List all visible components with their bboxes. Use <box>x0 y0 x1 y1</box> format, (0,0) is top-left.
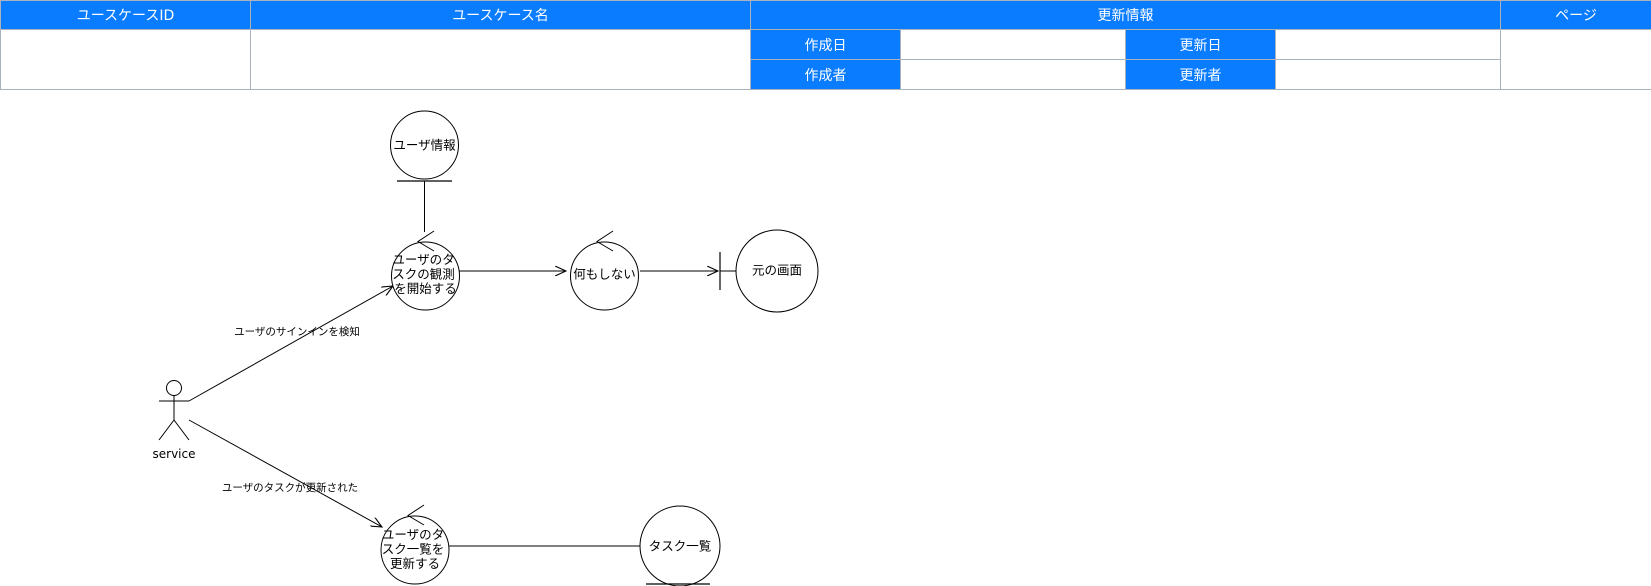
updater-value[interactable] <box>1275 59 1501 90</box>
control-do-nothing[interactable]: 何もしない <box>570 230 639 311</box>
control-update-task-list-label: ユーザのタ スク一覧を 更新する <box>382 527 449 571</box>
author-label: 作成者 <box>750 59 901 90</box>
control-start-observe-label: ユーザのタ スクの観測 を開始する <box>392 252 459 296</box>
created-date-label: 作成日 <box>750 29 901 60</box>
updater-label: 更新者 <box>1125 59 1276 90</box>
created-date-value[interactable] <box>900 29 1126 60</box>
usecase-id-header: ユースケースID <box>0 0 251 30</box>
entity-task-list-label: タスク一覧 <box>649 539 712 554</box>
boundary-original-screen[interactable]: 元の画面 <box>719 229 819 313</box>
usecase-id-value[interactable] <box>0 29 251 90</box>
updated-date-value[interactable] <box>1275 29 1501 60</box>
arrow-actor-to-start-observe[interactable] <box>188 286 393 402</box>
control-do-nothing-label: 何もしない <box>573 267 636 282</box>
page-header: ページ <box>1500 0 1651 30</box>
control-start-observe[interactable]: ユーザのタ スクの観測 を開始する <box>391 230 460 311</box>
entity-user-info[interactable]: ユーザ情報 <box>390 110 459 182</box>
updated-date-label: 更新日 <box>1125 29 1276 60</box>
actor-service[interactable]: service <box>153 380 196 462</box>
arrow-actor-to-update-list[interactable] <box>188 419 382 527</box>
edge-task-updated-label: ユーザのタスクが更新された <box>222 481 358 494</box>
usecase-name-value[interactable] <box>250 29 751 90</box>
page-value[interactable] <box>1500 29 1651 90</box>
control-update-task-list[interactable]: ユーザのタ スク一覧を 更新する <box>380 504 450 585</box>
actor-service-label: service <box>153 447 196 461</box>
usecase-header-table: ユースケースID ユースケース名 更新情報 ページ 作成日 更新日 作成者 更新… <box>0 0 1651 90</box>
entity-task-list[interactable]: タスク一覧 <box>639 505 721 586</box>
boundary-original-screen-label: 元の画面 <box>752 263 802 278</box>
edge-signin-label: ユーザのサインインを検知 <box>234 325 360 338</box>
entity-user-info-label: ユーザ情報 <box>393 138 456 153</box>
